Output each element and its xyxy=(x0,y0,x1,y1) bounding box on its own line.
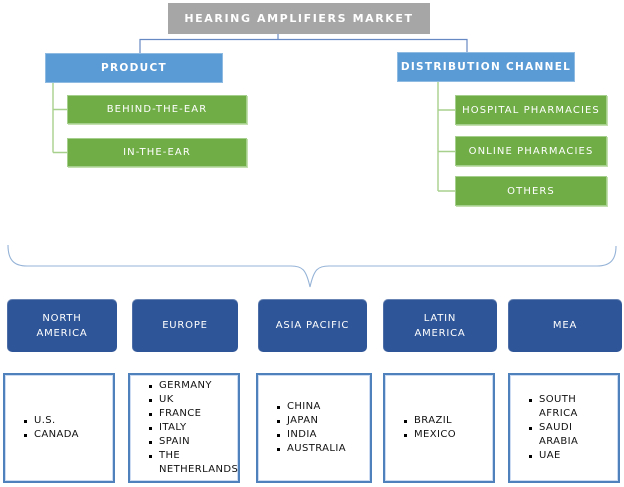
country-item: CANADA xyxy=(21,428,109,442)
branch-product: PRODUCT xyxy=(45,53,223,83)
region-europe: EUROPE xyxy=(132,299,238,352)
region-asia-pacific: ASIA PACIFIC xyxy=(258,299,367,352)
segment-hospital-pharmacies: HOSPITAL PHARMACIES xyxy=(455,95,607,125)
branch-distribution-channel-label: DISTRIBUTION CHANNEL xyxy=(400,61,572,73)
country-list: U.S.CANADA xyxy=(21,414,109,442)
region-north-america: NORTH AMERICA xyxy=(7,299,117,352)
country-item: FRANCE xyxy=(146,407,234,421)
country-item: MEXICO xyxy=(401,428,489,442)
product-leaves-connector xyxy=(52,83,67,154)
market-title: HEARING AMPLIFIERS MARKET xyxy=(184,12,414,25)
country-item: THE NETHERLANDS xyxy=(146,449,238,477)
country-item: SOUTH AFRICA xyxy=(526,393,614,421)
branch-product-label: PRODUCT xyxy=(101,62,167,74)
country-item: CHINA xyxy=(274,400,366,414)
country-item: ITALY xyxy=(146,421,234,435)
country-item: SPAIN xyxy=(146,435,234,449)
country-item: BRAZIL xyxy=(401,414,489,428)
regions-brace xyxy=(7,244,617,288)
segment-others: OTHERS xyxy=(455,176,607,206)
root-branch-connector xyxy=(139,34,468,53)
country-item: GERMANY xyxy=(146,379,234,393)
country-item: JAPAN xyxy=(274,414,366,428)
country-item: INDIA xyxy=(274,428,366,442)
branch-distribution-channel: DISTRIBUTION CHANNEL xyxy=(397,52,575,82)
country-item: UK xyxy=(146,393,234,407)
distribution-leaves-connector xyxy=(437,82,455,192)
country-item: SAUDI ARABIA xyxy=(526,421,614,449)
segment-in-the-ear: IN-THE-EAR xyxy=(67,138,247,167)
country-list-north-america: U.S.CANADA xyxy=(3,373,115,483)
segment-online-pharmacies: ONLINE PHARMACIES xyxy=(455,136,607,166)
market-title-box: HEARING AMPLIFIERS MARKET xyxy=(168,3,430,34)
country-item: UAE xyxy=(526,449,614,463)
segment-behind-the-ear: BEHIND-THE-EAR xyxy=(67,95,247,124)
country-item: U.S. xyxy=(21,414,109,428)
region-mea: MEA xyxy=(508,299,622,352)
country-item: AUSTRALIA xyxy=(274,442,366,456)
region-latin-america: LATIN AMERICA xyxy=(383,299,497,352)
